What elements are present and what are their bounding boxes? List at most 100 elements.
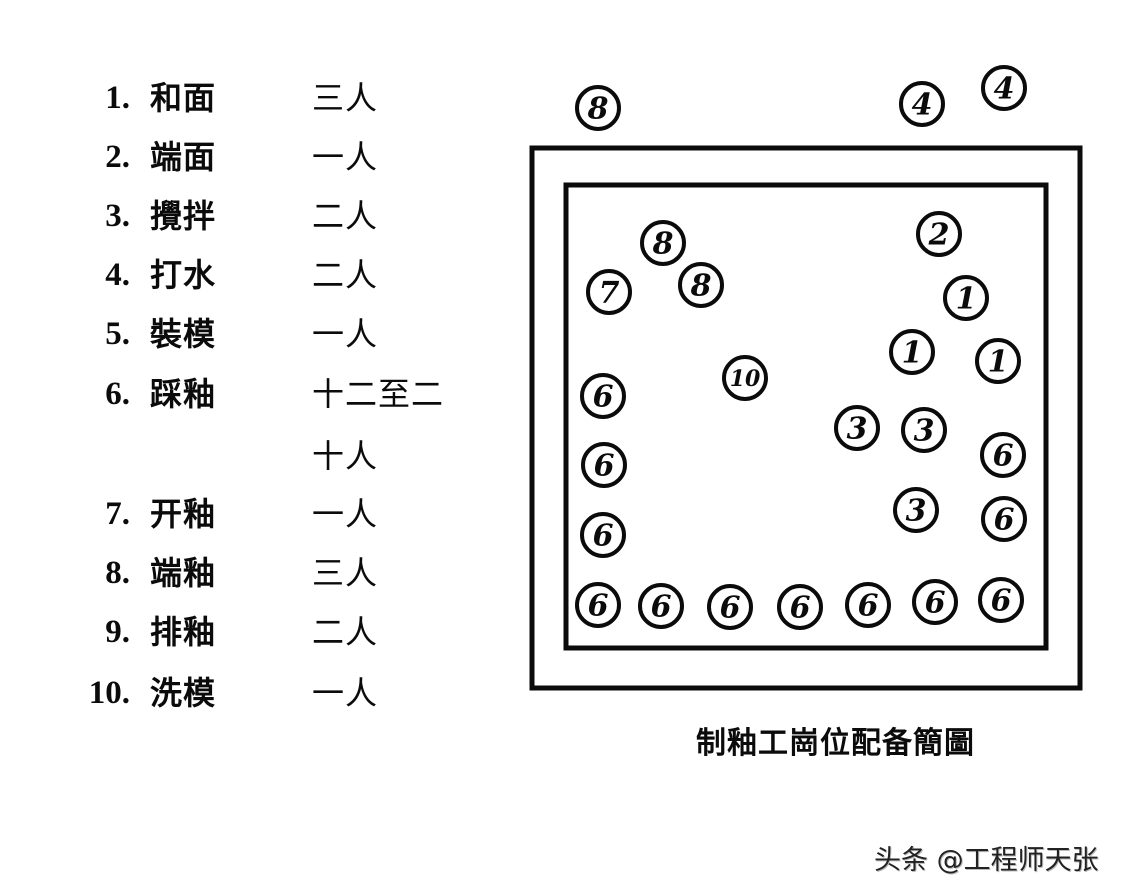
station-marker-10: 10	[722, 355, 768, 401]
legend-task: 排釉	[150, 613, 217, 651]
legend-count: 三人	[312, 554, 379, 592]
station-number: 8	[587, 92, 609, 127]
station-marker-3: 3	[834, 405, 880, 451]
inner-work-area-boundary	[563, 182, 1049, 651]
station-marker-8: 8	[640, 220, 686, 266]
station-circle	[575, 582, 621, 628]
station-number: 6	[594, 449, 615, 484]
legend-num: 3.	[105, 198, 130, 234]
station-circle	[580, 373, 626, 419]
station-marker-6: 6	[575, 582, 621, 628]
legend-num: 9.	[105, 614, 130, 650]
station-number: 6	[858, 589, 879, 624]
station-circle	[912, 579, 958, 625]
legend-num: 5.	[105, 316, 130, 352]
station-circle	[678, 262, 724, 308]
station-circle	[889, 329, 935, 375]
station-number: 6	[588, 589, 609, 624]
station-circle	[916, 211, 962, 257]
station-marker-3: 3	[901, 407, 947, 453]
station-marker-3: 3	[893, 487, 939, 533]
legend-num: 10.	[88, 675, 130, 711]
station-number: 7	[599, 276, 620, 311]
legend-task: 端面	[150, 138, 217, 176]
station-marker-8: 8	[575, 85, 621, 131]
station-circle	[580, 512, 626, 558]
station-number: 6	[993, 439, 1014, 474]
station-marker-6: 6	[980, 432, 1026, 478]
legend-task: 踩釉	[150, 375, 217, 413]
legend-num: 4.	[105, 257, 130, 293]
station-number: 3	[847, 412, 868, 447]
legend-task: 和面	[150, 79, 217, 117]
station-marker-6: 6	[981, 496, 1027, 542]
station-number: 6	[925, 586, 946, 621]
station-marker-6: 6	[707, 584, 753, 630]
legend-count: 一人	[312, 674, 379, 712]
station-marker-6: 6	[777, 584, 823, 630]
station-number: 2	[928, 218, 950, 253]
station-marker-4: 4	[981, 65, 1027, 111]
station-marker-6: 6	[638, 583, 684, 629]
legend-num: 6.	[105, 376, 130, 412]
station-number: 6	[994, 503, 1015, 538]
legend-task: 洗模	[150, 674, 217, 712]
station-marker-4: 4	[899, 81, 945, 127]
station-number: 6	[991, 584, 1012, 619]
station-number: 4	[912, 88, 933, 123]
legend-count: 三人	[312, 79, 379, 117]
station-circle	[981, 65, 1027, 111]
station-number: 3	[914, 414, 935, 449]
station-marker-6: 6	[978, 577, 1024, 623]
station-number: 6	[593, 519, 614, 554]
legend-count: 二人	[312, 613, 379, 651]
legend-task: 裝模	[150, 315, 217, 353]
station-marker-2: 2	[916, 211, 962, 257]
legend-task: 攪拌	[150, 197, 217, 235]
station-circle	[981, 496, 1027, 542]
station-marker-1: 1	[975, 338, 1021, 384]
legend-task: 打水	[150, 256, 217, 294]
station-circle	[899, 81, 945, 127]
station-number: 8	[652, 227, 674, 262]
station-circle	[575, 85, 621, 131]
legend-count: 十二至二	[312, 375, 445, 413]
station-circle	[707, 584, 753, 630]
station-marker-7: 7	[586, 269, 632, 315]
legend-count: 二人	[312, 256, 379, 294]
station-marker-8: 8	[678, 262, 724, 308]
station-circle	[638, 583, 684, 629]
station-number: 8	[690, 269, 712, 304]
station-marker-6: 6	[580, 373, 626, 419]
legend-count: 一人	[312, 495, 379, 533]
station-circle	[943, 275, 989, 321]
station-marker-6: 6	[845, 582, 891, 628]
station-number: 1	[902, 336, 923, 371]
station-circle	[975, 338, 1021, 384]
station-circle	[978, 577, 1024, 623]
station-circle	[980, 432, 1026, 478]
legend-count: 一人	[312, 315, 379, 353]
station-number: 1	[988, 345, 1009, 380]
station-circle	[581, 442, 627, 488]
legend-count-continued: 十人	[312, 437, 379, 475]
diagram-caption: 制釉工崗位配备簡圖	[696, 726, 975, 761]
station-number: 6	[720, 591, 741, 626]
station-number: 6	[593, 380, 614, 415]
station-number: 3	[906, 494, 927, 529]
station-marker-6: 6	[912, 579, 958, 625]
station-circle	[586, 269, 632, 315]
legend-num: 8.	[105, 555, 130, 591]
station-number: 6	[651, 590, 672, 625]
station-circle	[640, 220, 686, 266]
station-marker-1: 1	[889, 329, 935, 375]
legend-task: 开釉	[150, 495, 217, 533]
station-number: 6	[790, 591, 811, 626]
watermark: 头条 @工程师天张	[874, 845, 1099, 876]
legend-count: 二人	[312, 197, 379, 235]
station-circle	[845, 582, 891, 628]
legend-task: 端釉	[150, 554, 217, 592]
station-marker-6: 6	[580, 512, 626, 558]
